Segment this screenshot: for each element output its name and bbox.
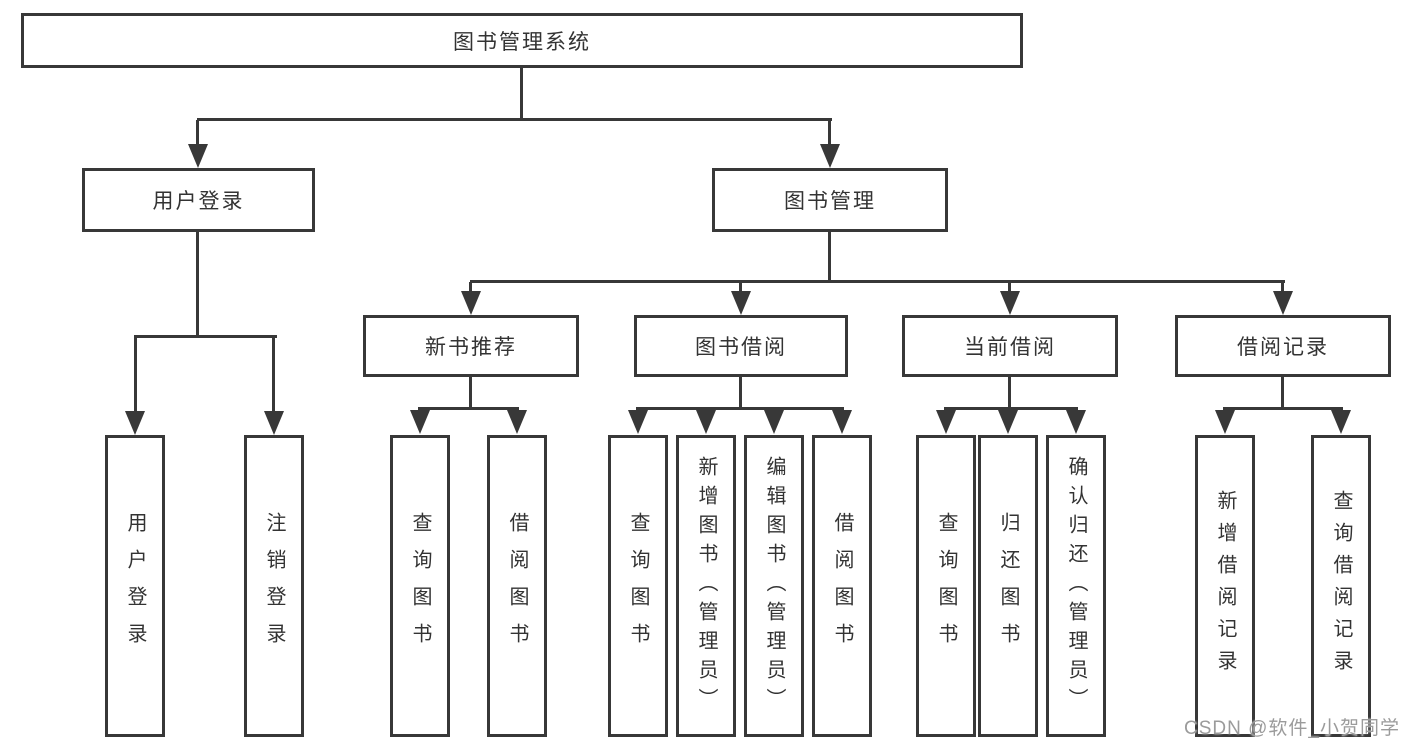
node-label: 图书借阅 bbox=[695, 336, 787, 359]
node-label: 当前借阅 bbox=[964, 336, 1056, 359]
connector-line bbox=[1281, 377, 1284, 409]
connector-line bbox=[944, 407, 1078, 410]
connector-line bbox=[418, 407, 519, 410]
connector-line bbox=[470, 280, 1285, 283]
leaf-label: 查询图书 bbox=[409, 512, 431, 660]
arrowhead-down bbox=[1331, 410, 1351, 434]
node-book-borrowing: 图书借阅 bbox=[634, 315, 848, 377]
leaf-label: 注销登录 bbox=[263, 512, 285, 660]
connector-line bbox=[469, 377, 472, 409]
connector-line bbox=[739, 282, 742, 294]
arrowhead-down bbox=[410, 410, 430, 434]
leaf-label: 编辑图书（管理员） bbox=[763, 455, 785, 717]
leaf-label: 查询借阅记录 bbox=[1330, 490, 1352, 682]
connector-line bbox=[1223, 407, 1343, 410]
leaf-borrow-books: 借阅图书 bbox=[812, 435, 872, 737]
connector-line bbox=[272, 337, 275, 414]
connector-line bbox=[196, 120, 199, 147]
arrowhead-down bbox=[820, 144, 840, 168]
leaf-logout: 注销登录 bbox=[244, 435, 304, 737]
arrowhead-down bbox=[696, 410, 716, 434]
connector-line bbox=[828, 120, 831, 147]
leaf-search-books: 查询图书 bbox=[916, 435, 976, 737]
leaf-edit-books-admin: 编辑图书（管理员） bbox=[744, 435, 804, 737]
leaf-label: 用户登录 bbox=[124, 512, 146, 660]
arrowhead-down bbox=[628, 410, 648, 434]
node-label: 新书推荐 bbox=[425, 336, 517, 359]
leaf-label: 新增借阅记录 bbox=[1214, 490, 1236, 682]
arrowhead-down bbox=[264, 411, 284, 435]
arrowhead-down bbox=[936, 410, 956, 434]
leaf-label: 确认归还（管理员） bbox=[1065, 455, 1087, 717]
connector-line bbox=[469, 282, 472, 294]
arrowhead-down bbox=[998, 410, 1018, 434]
arrowhead-down bbox=[1273, 291, 1293, 315]
leaf-user-login: 用户登录 bbox=[105, 435, 165, 737]
node-root-label: 图书管理系统 bbox=[453, 30, 591, 54]
leaf-label: 查询图书 bbox=[627, 512, 649, 660]
connector-line bbox=[197, 118, 832, 121]
connector-line bbox=[1008, 282, 1011, 294]
connector-line bbox=[134, 335, 277, 338]
leaf-add-books-admin: 新增图书（管理员） bbox=[676, 435, 736, 737]
leaf-label: 查询图书 bbox=[935, 512, 957, 660]
leaf-confirm-return-admin: 确认归还（管理员） bbox=[1046, 435, 1106, 737]
connector-line bbox=[636, 407, 844, 410]
leaf-borrow-books: 借阅图书 bbox=[487, 435, 547, 737]
leaf-label: 新增图书（管理员） bbox=[695, 455, 717, 717]
arrowhead-down bbox=[461, 291, 481, 315]
arrowhead-down bbox=[764, 410, 784, 434]
node-label: 用户登录 bbox=[152, 190, 245, 213]
leaf-add-borrow-record: 新增借阅记录 bbox=[1195, 435, 1255, 737]
node-book-management: 图书管理 bbox=[712, 168, 948, 232]
connector-line bbox=[1008, 377, 1011, 409]
csdn-watermark: CSDN @软件_小贺同学 bbox=[1184, 718, 1400, 739]
arrowhead-down bbox=[507, 410, 527, 434]
leaf-search-books: 查询图书 bbox=[390, 435, 450, 737]
connector-line bbox=[828, 232, 831, 283]
connector-line bbox=[520, 68, 523, 121]
connector-line bbox=[739, 377, 742, 409]
node-borrowing-records: 借阅记录 bbox=[1175, 315, 1391, 377]
arrowhead-down bbox=[1066, 410, 1086, 434]
arrowhead-down bbox=[1000, 291, 1020, 315]
connector-line bbox=[1281, 282, 1284, 294]
connector-line bbox=[196, 232, 199, 338]
arrowhead-down bbox=[731, 291, 751, 315]
arrowhead-down bbox=[832, 410, 852, 434]
arrowhead-down bbox=[125, 411, 145, 435]
node-new-book-recommendation: 新书推荐 bbox=[363, 315, 579, 377]
arrowhead-down bbox=[1215, 410, 1235, 434]
leaf-return-books: 归还图书 bbox=[978, 435, 1038, 737]
connector-line bbox=[134, 337, 137, 414]
node-label: 借阅记录 bbox=[1237, 336, 1329, 359]
node-root: 图书管理系统 bbox=[21, 13, 1023, 68]
node-user-login: 用户登录 bbox=[82, 168, 315, 232]
leaf-search-books: 查询图书 bbox=[608, 435, 668, 737]
leaf-label: 归还图书 bbox=[997, 512, 1019, 660]
node-current-borrowing: 当前借阅 bbox=[902, 315, 1118, 377]
arrowhead-down bbox=[188, 144, 208, 168]
leaf-label: 借阅图书 bbox=[506, 512, 528, 660]
leaf-label: 借阅图书 bbox=[831, 512, 853, 660]
node-label: 图书管理 bbox=[784, 190, 876, 213]
leaf-search-borrow-record: 查询借阅记录 bbox=[1311, 435, 1371, 737]
